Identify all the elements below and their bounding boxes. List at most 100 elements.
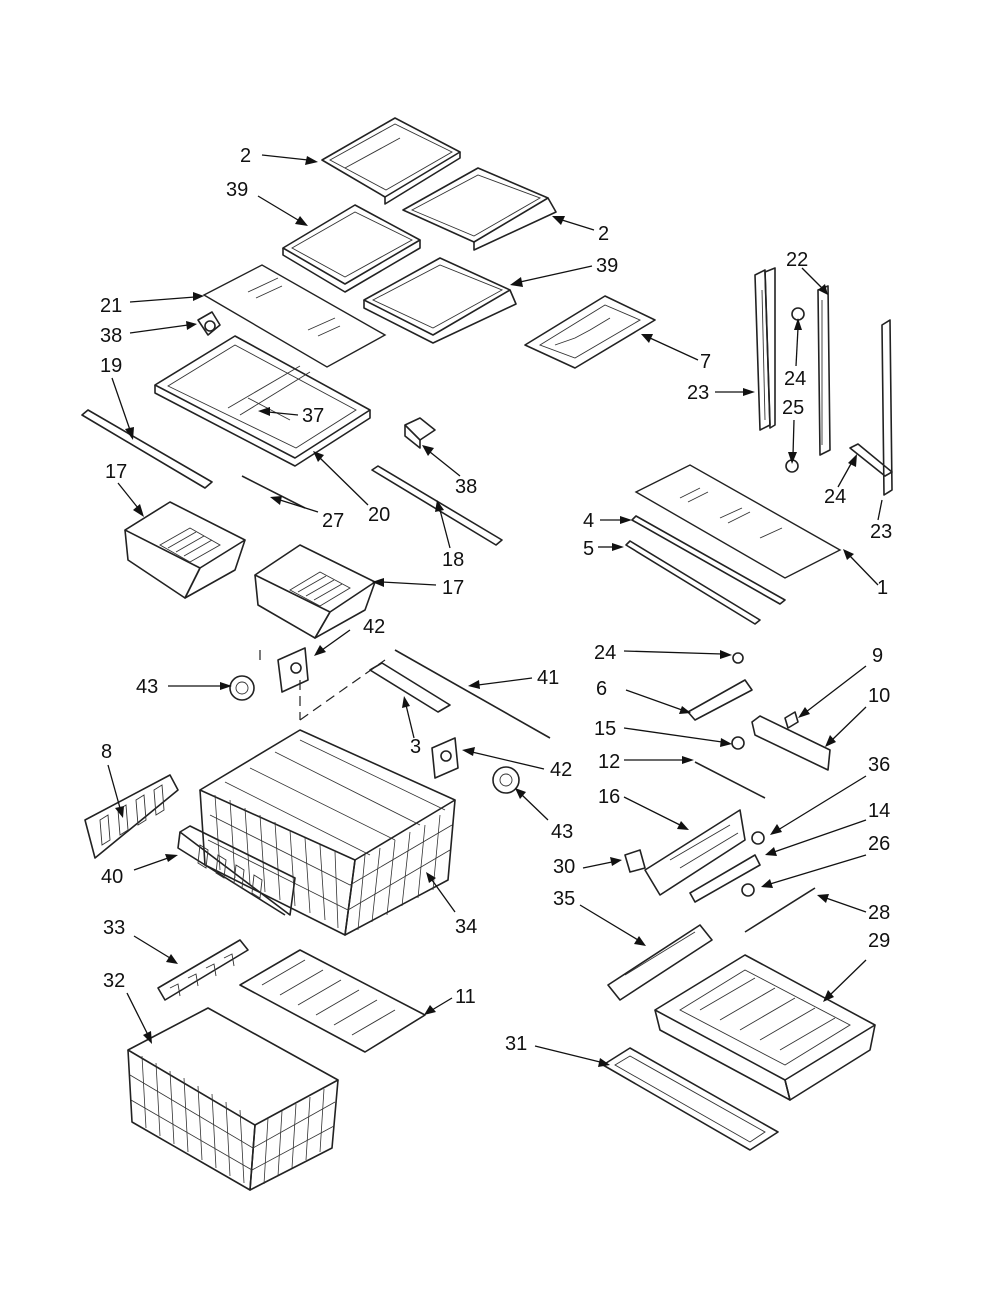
callout-43-right: 43	[551, 821, 573, 843]
crisper-drawer-17-right	[254, 544, 376, 639]
crisper-drawer-17-left	[124, 501, 246, 599]
divider-40	[177, 825, 296, 916]
callout-41: 41	[537, 667, 559, 689]
callout-38-left: 38	[100, 325, 122, 347]
callout-9: 9	[872, 645, 883, 667]
trim-5	[625, 540, 761, 625]
callout-39-right: 39	[596, 255, 618, 277]
screw-24-right	[732, 652, 744, 664]
callout-14: 14	[868, 800, 890, 822]
divider-33	[157, 939, 249, 1001]
pulley-43-right	[492, 766, 520, 794]
callout-38-right: 38	[455, 476, 477, 498]
screw-15	[731, 736, 745, 750]
slide-16	[644, 809, 746, 896]
callout-39-left: 39	[226, 179, 248, 201]
callout-40: 40	[101, 866, 123, 888]
bracket-38-right	[404, 417, 436, 449]
rod-41	[394, 649, 551, 739]
rail-18	[371, 465, 503, 546]
callout-24-right: 24	[594, 642, 616, 664]
callout-18: 18	[442, 549, 464, 571]
callout-2-top: 2	[240, 145, 251, 167]
callout-31: 31	[505, 1033, 527, 1055]
callout-1: 1	[877, 577, 888, 599]
bracket-38-left	[197, 311, 221, 336]
shelf-2-top	[321, 117, 461, 205]
shelf-39-left	[282, 204, 421, 293]
callout-21: 21	[100, 295, 122, 317]
callout-22: 22	[786, 249, 808, 271]
callout-27: 27	[322, 510, 344, 532]
callout-12: 12	[598, 751, 620, 773]
glass-panel-21	[202, 264, 387, 368]
rail-23-right	[881, 319, 893, 496]
screw-24-lower	[849, 443, 893, 477]
trim-4	[631, 515, 786, 605]
callout-4: 4	[583, 510, 594, 532]
slide-3	[369, 662, 451, 713]
cover-6	[687, 679, 753, 721]
rail-14	[689, 854, 761, 903]
callout-42-left: 42	[363, 616, 385, 638]
callout-11: 11	[455, 986, 476, 1008]
pulley-43-left	[229, 675, 255, 701]
screw-26	[741, 883, 755, 897]
shelf-2-right	[402, 167, 557, 251]
callout-43-left: 43	[136, 676, 158, 698]
callout-26: 26	[868, 833, 890, 855]
callout-16: 16	[598, 786, 620, 808]
wire-basket-34	[199, 729, 456, 936]
shelf-39-right	[363, 257, 517, 344]
callout-17-right: 17	[442, 577, 464, 599]
callout-30: 30	[553, 856, 575, 878]
divider-8	[84, 774, 179, 859]
callout-42-right: 42	[550, 759, 572, 781]
rail-27	[241, 475, 306, 509]
callout-2-right: 2	[598, 223, 609, 245]
callout-37: 37	[302, 405, 324, 427]
callout-25: 25	[782, 397, 804, 419]
callout-29: 29	[868, 930, 890, 952]
callout-35: 35	[553, 888, 575, 910]
callout-19: 19	[100, 355, 122, 377]
bracket-42-left	[277, 647, 309, 693]
bracket-42-right	[431, 737, 459, 779]
callout-24-upper: 24	[784, 368, 806, 390]
callout-28: 28	[868, 902, 890, 924]
wire-basket-32	[127, 1007, 339, 1191]
tray-11	[239, 949, 426, 1053]
callout-36: 36	[868, 754, 890, 776]
rail-22	[817, 285, 831, 456]
trim-31	[602, 1047, 779, 1151]
rod-12	[694, 761, 766, 799]
callout-7: 7	[700, 351, 711, 373]
bracket-30	[624, 849, 646, 873]
callout-15: 15	[594, 718, 616, 740]
callout-33: 33	[103, 917, 125, 939]
tray-7	[524, 295, 656, 369]
screw-36	[751, 831, 765, 845]
cover-35	[607, 924, 713, 1001]
callout-10: 10	[868, 685, 890, 707]
callout-17-left: 17	[105, 461, 127, 483]
glass-shelf-1	[634, 464, 842, 579]
rod-28	[744, 887, 816, 933]
callout-20: 20	[368, 504, 390, 526]
callout-8: 8	[101, 741, 112, 763]
callout-24-lower: 24	[824, 486, 846, 508]
bracket-10	[751, 715, 831, 771]
leader-lines	[107, 154, 883, 1067]
callout-32: 32	[103, 970, 125, 992]
guide-line	[259, 650, 386, 721]
bracket-9	[784, 711, 799, 729]
tray-29	[654, 954, 876, 1101]
callout-3: 3	[410, 736, 421, 758]
rail-23-mid	[764, 267, 776, 429]
callout-23-right: 23	[870, 521, 892, 543]
callout-23-left: 23	[687, 382, 709, 404]
callout-34: 34	[455, 916, 477, 938]
callout-6: 6	[596, 678, 607, 700]
callout-5: 5	[583, 538, 594, 560]
